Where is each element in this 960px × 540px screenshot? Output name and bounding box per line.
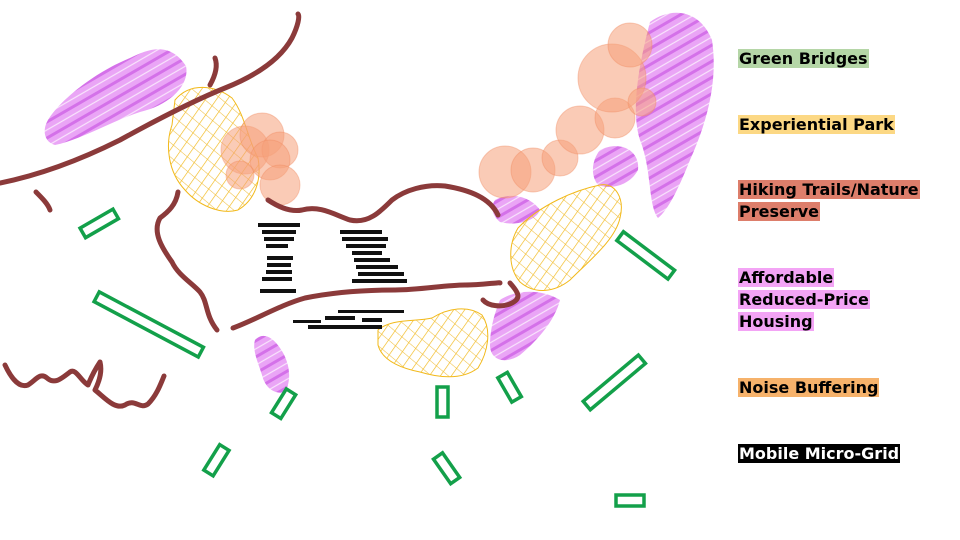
housing-zone-south-central: [254, 335, 290, 393]
trail-west-small: [33, 189, 53, 213]
green-bridge: [614, 229, 678, 282]
housing-zones: [44, 12, 714, 393]
green-bridge: [201, 442, 232, 479]
trail-central-upper: [265, 183, 501, 224]
hiking-trails: [0, 11, 521, 409]
trail-east-hook: [480, 280, 521, 309]
micro-grid-cluster-right: [340, 230, 407, 283]
legend-label-experiential-park: Experiential Park: [738, 115, 895, 134]
trail-southwest: [2, 359, 167, 409]
noise-buffer-circle: [627, 87, 657, 117]
housing-zone-east-middle: [492, 195, 540, 224]
micro-grid-units: [258, 223, 407, 329]
trail-central-lower: [230, 280, 503, 331]
legend-experiential-park: Experiential Park: [738, 114, 895, 136]
housing-zone-southeast: [490, 291, 560, 361]
legend-label-hiking-trails: Hiking Trails/Nature Preserve: [738, 180, 920, 221]
green-bridge: [77, 206, 121, 241]
green-bridge: [614, 493, 646, 508]
micro-grid-cluster-bottom: [293, 310, 404, 329]
legend-label-micro-grid: Mobile Micro-Grid: [738, 444, 901, 463]
green-bridge: [580, 352, 648, 413]
park-zone-east-overlay: [510, 184, 622, 291]
green-bridge: [269, 386, 299, 421]
legend-hiking-trails: Hiking Trails/Nature Preserve: [738, 179, 938, 223]
housing-zone-east-slope: [592, 146, 639, 187]
legend-label-noise-buffering: Noise Buffering: [738, 378, 880, 397]
green-bridge: [495, 369, 524, 405]
noise-buffer-zones: [220, 22, 657, 206]
green-bridge: [431, 450, 463, 487]
trail-north: [0, 11, 302, 186]
housing-zone-east-ridge: [635, 12, 714, 219]
housing-zone-northwest: [44, 49, 187, 145]
noise-buffer-circle: [607, 22, 653, 68]
green-bridge: [435, 385, 450, 419]
park-zone-south-overlay: [378, 308, 488, 377]
micro-grid-cluster-left: [258, 223, 300, 293]
legend-label-green-bridges: Green Bridges: [738, 49, 869, 68]
trail-north-spur: [207, 55, 219, 88]
legend-green-bridges: Green Bridges: [738, 48, 869, 70]
green-bridges: [77, 206, 678, 508]
noise-buffer-circle: [225, 160, 255, 190]
legend-noise-buffering: Noise Buffering: [738, 377, 880, 399]
green-bridge: [91, 289, 206, 360]
trail-west-loop: [154, 189, 220, 333]
legend-micro-grid: Mobile Micro-Grid: [738, 443, 901, 465]
